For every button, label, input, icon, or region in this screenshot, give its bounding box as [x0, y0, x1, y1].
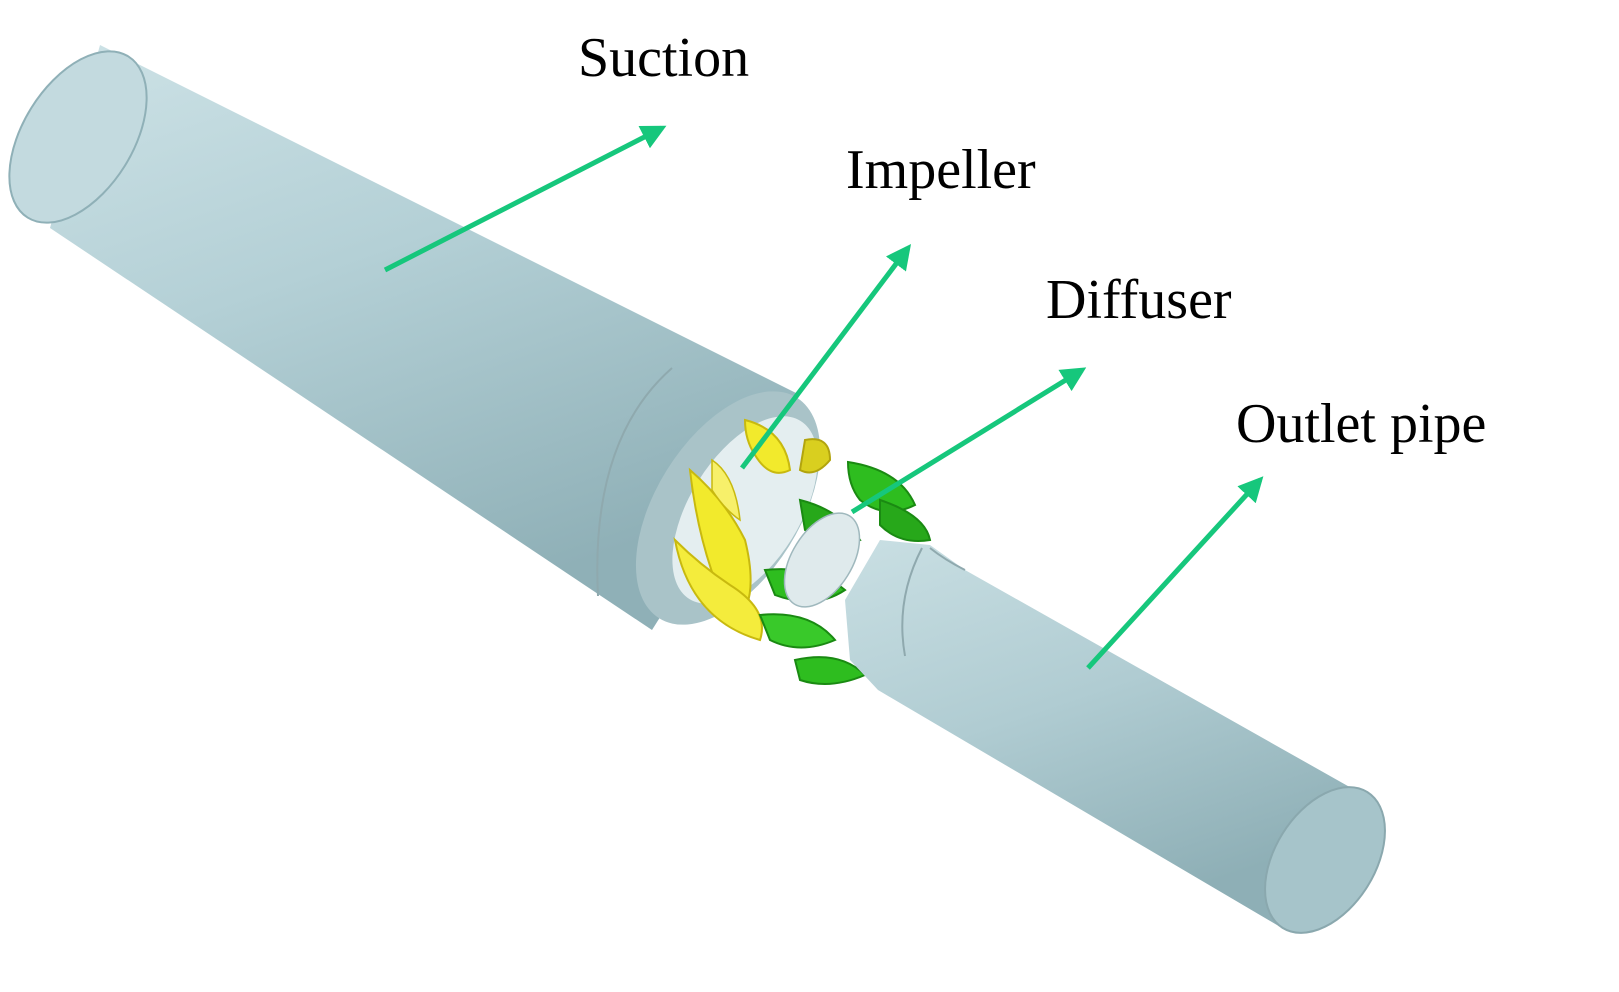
suction-arrow — [383, 125, 667, 273]
diffuser-hub — [783, 512, 861, 608]
diffuser-label: Diffuser — [1046, 269, 1232, 331]
impeller-label: Impeller — [846, 139, 1036, 201]
outlet-pipe-end-face — [1264, 786, 1386, 934]
impeller-section — [635, 391, 932, 685]
impeller-blade — [743, 418, 792, 474]
outlet-pipe-arrow — [1086, 476, 1264, 670]
suction-pipe-inlet-face — [8, 50, 148, 224]
outlet-pipe-label: Outlet pipe — [1236, 393, 1486, 455]
suction-label: Suction — [578, 27, 749, 89]
impeller-blade — [673, 537, 763, 642]
diffuser-vane — [879, 498, 932, 542]
diffuser-arrow — [850, 367, 1087, 515]
suction-pipe-body — [50, 45, 800, 630]
impeller-blade — [711, 458, 741, 522]
impeller-arrow — [740, 244, 912, 470]
outlet-pipe — [845, 540, 1386, 934]
outlet-pipe-body — [845, 540, 1362, 928]
suction-pipe-seam — [596, 367, 673, 597]
diffuser-vane — [758, 613, 837, 649]
outlet-pipe-seam — [901, 547, 923, 657]
outlet-pipe-step — [929, 547, 966, 571]
suction-pipe — [8, 45, 800, 630]
leader-arrows — [383, 125, 1264, 670]
impeller-blade — [798, 438, 832, 474]
